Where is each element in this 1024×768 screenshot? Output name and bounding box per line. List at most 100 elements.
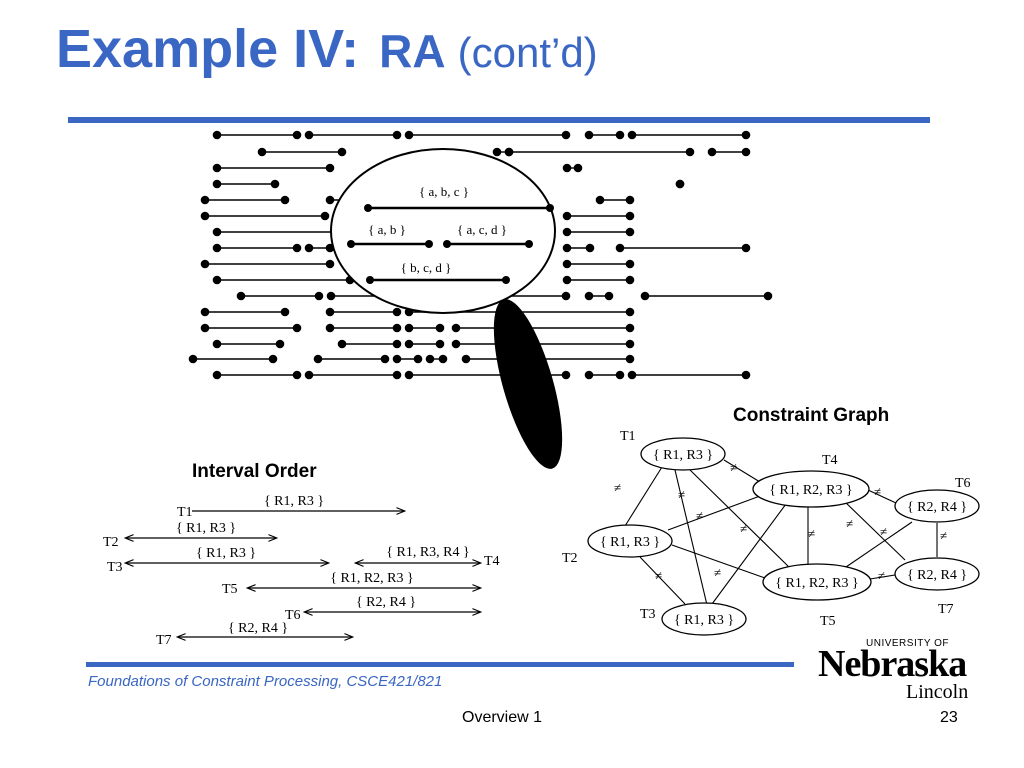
interval-endpoint xyxy=(707,147,717,157)
interval-endpoint xyxy=(212,370,222,380)
interval-endpoint xyxy=(292,243,302,253)
edge-t3-t4 xyxy=(711,503,787,605)
interval-endpoint xyxy=(392,130,402,140)
footer-rule xyxy=(86,662,794,667)
interval-endpoint xyxy=(304,370,314,380)
magnifier-lens: { a, b, c } { a, b } { a, c, d } { b, c,… xyxy=(330,148,563,469)
neq-mark: ≠ xyxy=(740,521,747,536)
node-t2 xyxy=(587,524,673,558)
interval-endpoint xyxy=(325,307,335,317)
node-t4-label: { R1, R2, R3 } xyxy=(769,483,852,498)
interval-endpoint xyxy=(188,354,198,364)
edge-t1-t5 xyxy=(687,467,793,571)
node-t7 xyxy=(894,557,980,591)
task-label-t1: T1 xyxy=(620,429,636,444)
lens-label-abc: { a, b, c } xyxy=(419,184,469,199)
interval-endpoint xyxy=(741,130,751,140)
interval-endpoint xyxy=(625,354,635,364)
edge-t2-t3 xyxy=(639,556,686,605)
interval-t5-label: T5 xyxy=(222,582,238,597)
interval-t6-relations: { R2, R4 } xyxy=(356,595,416,610)
edge-t5-t7 xyxy=(869,574,896,580)
interval-lines-background xyxy=(188,130,773,380)
interval-endpoint xyxy=(625,195,635,205)
interval-endpoint xyxy=(212,227,222,237)
interval-endpoint xyxy=(392,339,402,349)
interval-order-title: Interval Order xyxy=(192,461,317,482)
logo-lincoln: Lincoln xyxy=(906,681,969,703)
interval-endpoint xyxy=(325,323,335,333)
interval-endpoint xyxy=(625,307,635,317)
interval-endpoint xyxy=(325,195,335,205)
task-label-t6: T6 xyxy=(955,476,971,491)
interval-t5-relations: { R1, R2, R3 } xyxy=(330,571,413,586)
interval-endpoint xyxy=(435,339,445,349)
interval-endpoint xyxy=(392,354,402,364)
graph-node-labels: { R1, R3 } { R1, R3 } { R1, R3 } { R1, R… xyxy=(600,448,967,628)
interval-t1-relations: { R1, R3 } xyxy=(264,494,324,509)
interval-endpoint xyxy=(200,307,210,317)
logo-university-of: UNIVERSITY OF xyxy=(866,638,949,649)
interval-endpoint xyxy=(200,323,210,333)
interval-endpoint xyxy=(392,323,402,333)
interval-endpoint xyxy=(604,291,614,301)
interval-endpoint xyxy=(313,354,323,364)
interval-t7-relations: { R2, R4 } xyxy=(228,621,288,636)
neq-mark: ≠ xyxy=(655,568,662,583)
interval-t3-label: T3 xyxy=(107,560,123,575)
node-t3 xyxy=(661,602,747,636)
interval-endpoint xyxy=(325,163,335,173)
interval-endpoint xyxy=(562,275,572,285)
interval-endpoint xyxy=(504,147,514,157)
interval-endpoint xyxy=(561,370,571,380)
title-main: Example IV: xyxy=(56,19,360,79)
interval-t4-relations: { R1, R3, R4 } xyxy=(386,545,469,560)
interval-endpoint xyxy=(212,243,222,253)
neq-mark: ≠ xyxy=(730,460,737,475)
interval-endpoint xyxy=(200,195,210,205)
interval-endpoint xyxy=(337,147,347,157)
edge-t4-t7 xyxy=(842,499,906,561)
interval-endpoint xyxy=(392,307,402,317)
interval-endpoint xyxy=(627,130,637,140)
graph-neq-marks: ≠ ≠ ≠ ≠ ≠ ≠ ≠ ≠ ≠ ≠ ≠ ≠ ≠ xyxy=(614,460,947,583)
interval-endpoint xyxy=(292,370,302,380)
node-t1-label: { R1, R3 } xyxy=(653,448,713,463)
neq-mark: ≠ xyxy=(808,526,815,541)
interval-endpoint xyxy=(627,370,637,380)
interval-endpoint xyxy=(625,323,635,333)
interval-endpoint xyxy=(685,147,695,157)
edge-t1-t4 xyxy=(723,459,761,483)
interval-endpoint xyxy=(425,354,435,364)
interval-endpoint xyxy=(392,370,402,380)
interval-endpoint xyxy=(562,243,572,253)
neq-mark: ≠ xyxy=(880,524,887,539)
interval-t4-label: T4 xyxy=(484,554,500,569)
interval-endpoint xyxy=(741,147,751,157)
interval-endpoint xyxy=(200,211,210,221)
interval-order: T1 { R1, R3 } T2 { R1, R3 } T3 { R1, R3 … xyxy=(103,494,500,648)
interval-endpoint xyxy=(615,130,625,140)
neq-mark: ≠ xyxy=(714,565,721,580)
footer-section: Overview 1 xyxy=(462,709,543,726)
interval-endpoint xyxy=(585,243,595,253)
interval-endpoint xyxy=(451,339,461,349)
interval-endpoint xyxy=(200,259,210,269)
lens-label-bcd: { b, c, d } xyxy=(401,260,452,275)
node-t2-label: { R1, R3 } xyxy=(600,535,660,550)
interval-endpoint xyxy=(325,259,335,269)
interval-endpoint xyxy=(625,259,635,269)
node-t5 xyxy=(762,563,872,601)
interval-endpoint xyxy=(320,211,330,221)
interval-t2-label: T2 xyxy=(103,535,119,550)
interval-endpoint xyxy=(270,179,280,189)
interval-endpoint xyxy=(561,291,571,301)
magnifier-handle xyxy=(493,299,563,469)
interval-endpoint xyxy=(741,243,751,253)
neq-mark: ≠ xyxy=(614,480,621,495)
interval-endpoint xyxy=(562,163,572,173)
interval-endpoint xyxy=(561,130,571,140)
title-contd: (cont’d) xyxy=(457,29,598,76)
interval-t6-label: T6 xyxy=(285,608,301,623)
interval-endpoint xyxy=(212,339,222,349)
